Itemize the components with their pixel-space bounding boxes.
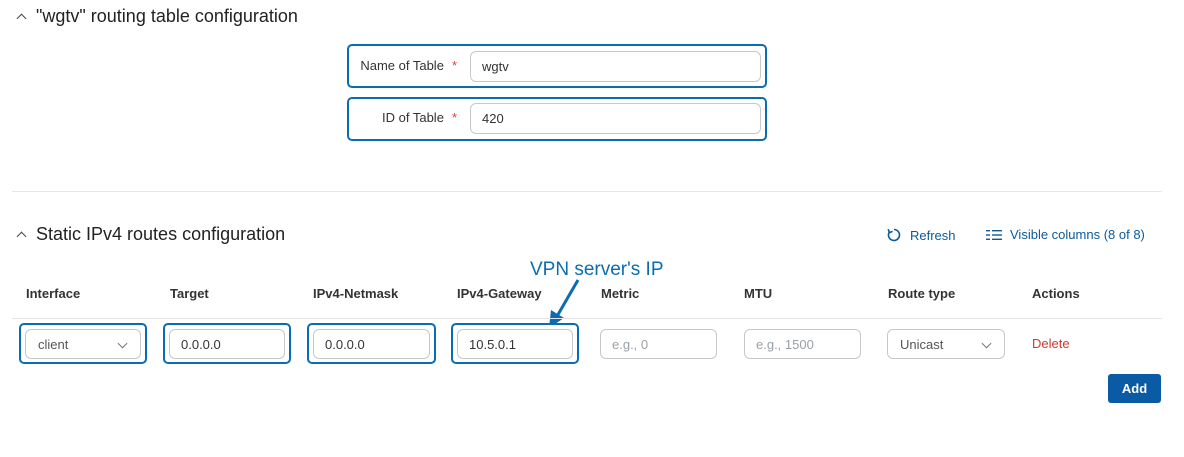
- column-header-interface: Interface: [26, 286, 81, 301]
- routing-table-title: "wgtv" routing table configuration: [36, 6, 298, 26]
- id-of-table-input[interactable]: 420: [470, 103, 761, 134]
- refresh-button[interactable]: Refresh: [886, 227, 956, 243]
- required-mark: *: [451, 58, 457, 73]
- chevron-down-icon: [981, 338, 992, 349]
- delete-button[interactable]: Delete: [1032, 336, 1070, 351]
- route-type-select[interactable]: Unicast: [887, 329, 1005, 359]
- chevron-up-icon[interactable]: [16, 230, 26, 240]
- column-header-actions: Actions: [1032, 286, 1080, 301]
- columns-icon: [986, 229, 1002, 240]
- visible-columns-label: Visible columns (8 of 8): [1010, 227, 1145, 242]
- id-of-table-label: ID of Table *: [352, 110, 457, 125]
- chevron-up-icon[interactable]: [16, 12, 26, 22]
- required-mark: *: [451, 110, 457, 125]
- column-header-gateway: IPv4-Gateway: [457, 286, 542, 301]
- column-header-metric: Metric: [601, 286, 640, 301]
- static-routes-title: Static IPv4 routes configuration: [36, 224, 286, 244]
- name-of-table-input[interactable]: wgtv: [470, 51, 761, 82]
- netmask-input[interactable]: 0.0.0.0: [313, 329, 430, 359]
- refresh-label: Refresh: [910, 227, 956, 243]
- name-of-table-label-text: Name of Table: [360, 58, 444, 73]
- refresh-icon: [887, 228, 901, 242]
- gateway-input[interactable]: 10.5.0.1: [457, 329, 573, 359]
- column-header-mtu: MTU: [744, 286, 773, 301]
- visible-columns-button[interactable]: Visible columns (8 of 8): [986, 227, 1145, 242]
- metric-input[interactable]: e.g., 0: [600, 329, 717, 359]
- column-header-target: Target: [170, 286, 209, 301]
- interface-select[interactable]: client: [25, 329, 141, 359]
- section-divider: [12, 191, 1162, 192]
- name-of-table-label: Name of Table *: [352, 58, 457, 73]
- column-header-netmask: IPv4-Netmask: [313, 286, 399, 301]
- interface-select-value: client: [38, 336, 69, 352]
- static-routes-section-header[interactable]: Static IPv4 routes configuration: [16, 224, 285, 245]
- chevron-down-icon: [117, 338, 128, 349]
- id-of-table-label-text: ID of Table: [382, 110, 444, 125]
- routing-table-section-header[interactable]: "wgtv" routing table configuration: [16, 6, 298, 27]
- route-type-select-value: Unicast: [900, 336, 944, 352]
- table-header-divider: [12, 318, 1162, 319]
- annotation-label: VPN server's IP: [530, 259, 664, 280]
- target-input[interactable]: 0.0.0.0: [169, 329, 285, 359]
- add-button[interactable]: Add: [1108, 374, 1161, 403]
- mtu-input[interactable]: e.g., 1500: [744, 329, 861, 359]
- column-header-route-type: Route type: [888, 286, 956, 301]
